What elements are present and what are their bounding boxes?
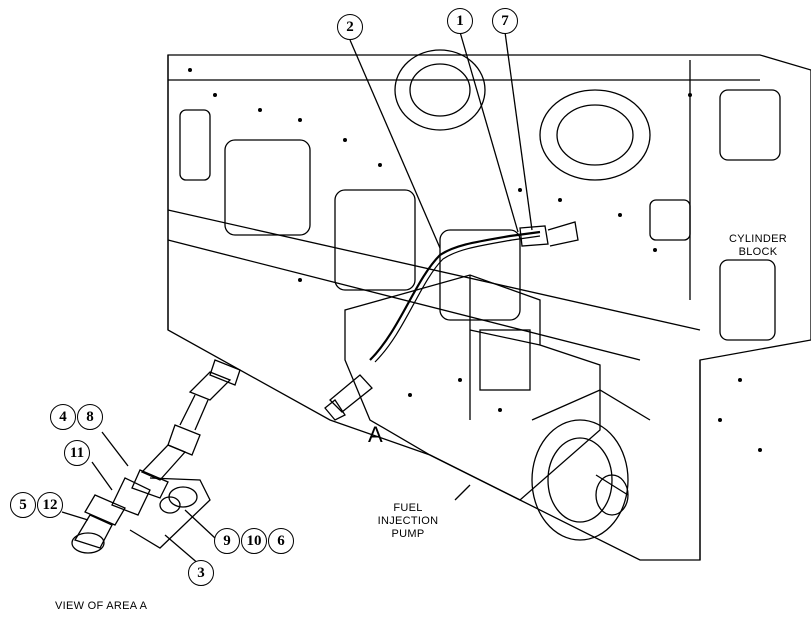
callout-6: 6 xyxy=(268,528,294,554)
view-caption: VIEW OF AREA A xyxy=(55,600,148,612)
callout-5: 5 xyxy=(10,492,36,518)
callout-11: 11 xyxy=(64,440,90,466)
cylinder-block-line2: BLOCK xyxy=(738,246,778,258)
fuel-label-line3: PUMP xyxy=(391,528,425,540)
fuel-line xyxy=(369,230,541,361)
callout-4: 4 xyxy=(50,404,76,430)
callout-3: 3 xyxy=(188,560,214,586)
fuel-label-line1: FUEL xyxy=(393,502,423,514)
callout-8: 8 xyxy=(77,404,103,430)
fuel-label-line2: INJECTION xyxy=(377,515,439,527)
cylinder-block-line1: CYLINDER xyxy=(728,233,788,245)
callout-2: 2 xyxy=(337,14,363,40)
area-a-marker: A xyxy=(368,422,383,447)
callout-9: 9 xyxy=(214,528,240,554)
fuel-injection-pump-label: FUEL INJECTION PUMP xyxy=(368,502,448,541)
leader-7 xyxy=(504,31,533,231)
callout-10: 10 xyxy=(241,528,267,554)
cylinder-block-label: CYLINDER BLOCK xyxy=(722,233,794,259)
callout-1: 1 xyxy=(447,8,473,34)
callout-12: 12 xyxy=(37,492,63,518)
leader-pump xyxy=(454,484,471,501)
pump-body xyxy=(344,274,601,501)
leader-2 xyxy=(349,39,441,249)
cylinder-block-outline xyxy=(167,54,811,561)
leader-1 xyxy=(459,31,519,233)
detail-fitting xyxy=(61,359,241,566)
callout-7: 7 xyxy=(492,8,518,34)
